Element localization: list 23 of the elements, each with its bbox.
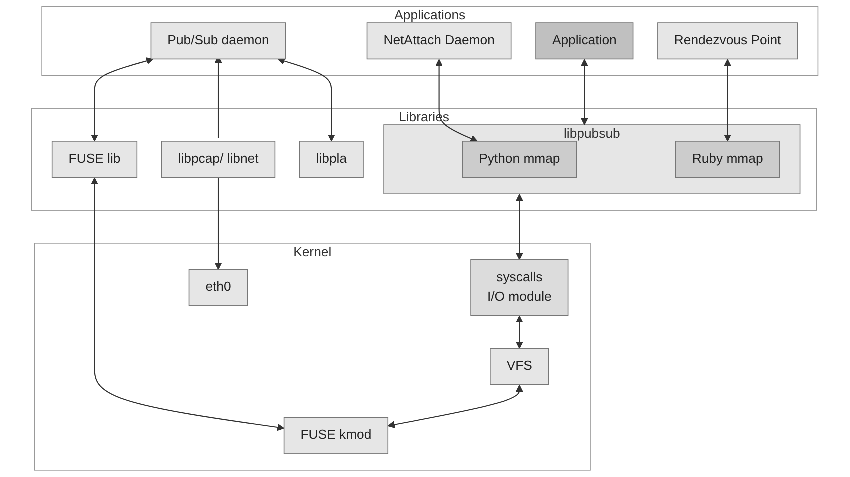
arrow <box>516 194 524 260</box>
arrow <box>516 316 524 350</box>
node-box: libpla <box>299 141 364 178</box>
node-box: NetAttach Daemon <box>366 22 512 60</box>
node-box: eth0 <box>188 269 248 306</box>
node-box: FUSE lib <box>52 141 138 178</box>
arrow <box>581 59 588 126</box>
arrow <box>388 384 524 428</box>
arrow <box>278 58 336 142</box>
arrow <box>214 178 222 270</box>
arrow <box>91 178 285 432</box>
node-box: VFS <box>490 348 550 386</box>
arrow <box>724 59 732 142</box>
node-box: Pub/Sub daemon <box>150 22 286 60</box>
node-box: Python mmap <box>462 141 578 178</box>
node-box: Application <box>536 22 634 60</box>
node-box: FUSE kmod <box>284 417 389 454</box>
node-box: Ruby mmap <box>675 141 780 178</box>
arrow <box>91 58 154 142</box>
node-box: libpcap/ libnet <box>161 141 276 178</box>
node-box: Rendezvous Point <box>658 22 798 60</box>
node-box: syscalls I/O module <box>470 259 569 316</box>
arrow <box>436 59 478 142</box>
